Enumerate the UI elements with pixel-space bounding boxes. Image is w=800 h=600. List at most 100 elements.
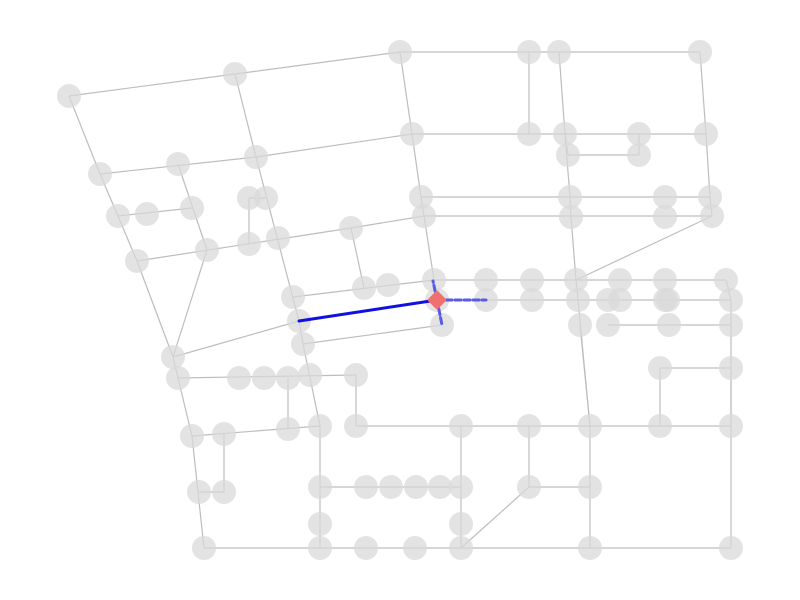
intersection-node — [88, 162, 112, 186]
intersection-node — [719, 536, 743, 560]
intersection-node — [276, 417, 300, 441]
intersection-node — [281, 285, 305, 309]
intersection-node — [558, 185, 582, 209]
intersection-node — [566, 288, 590, 312]
intersection-node — [719, 313, 743, 337]
intersection-node — [400, 122, 424, 146]
intersection-node — [376, 273, 400, 297]
intersection-node — [161, 345, 185, 369]
intersection-node — [388, 40, 412, 64]
intersection-node — [520, 288, 544, 312]
intersection-node — [698, 185, 722, 209]
intersection-node — [354, 536, 378, 560]
intersection-node — [627, 122, 651, 146]
intersection-node — [653, 268, 677, 292]
road-edge — [191, 425, 321, 437]
road-edge — [399, 51, 413, 135]
intersection-node — [556, 143, 580, 167]
intersection-node — [135, 202, 159, 226]
intersection-node — [564, 268, 588, 292]
intersection-node — [403, 536, 427, 560]
intersection-node — [714, 268, 738, 292]
intersection-node — [344, 363, 368, 387]
intersection-node — [212, 422, 236, 446]
intersection-node — [195, 238, 219, 262]
agent-marker — [427, 290, 447, 310]
road-edge — [68, 73, 236, 97]
intersection-node — [608, 288, 632, 312]
road-edge — [136, 260, 174, 358]
intersection-node — [517, 40, 541, 64]
intersection-node — [352, 276, 376, 300]
intersection-node — [517, 475, 541, 499]
intersection-node — [125, 249, 149, 273]
intersection-node — [517, 414, 541, 438]
intersection-node — [266, 226, 290, 250]
intersection-node — [409, 185, 433, 209]
intersection-node — [291, 332, 315, 356]
intersection-node — [237, 186, 261, 210]
road-edge — [575, 215, 713, 281]
intersection-node — [568, 313, 592, 337]
intersection-node — [578, 414, 602, 438]
intersection-nodes — [57, 40, 743, 560]
intersection-node — [653, 205, 677, 229]
intersection-node — [187, 480, 211, 504]
intersection-node — [212, 480, 236, 504]
intersection-node — [553, 122, 577, 146]
intersection-node — [653, 185, 677, 209]
intersection-node — [627, 143, 651, 167]
agent-layer — [427, 290, 447, 310]
road-edge — [558, 51, 566, 135]
intersection-node — [428, 475, 452, 499]
road-edge — [579, 324, 591, 427]
intersection-node — [449, 512, 473, 536]
intersection-node — [474, 268, 498, 292]
intersection-node — [547, 40, 571, 64]
intersection-node — [339, 216, 363, 240]
intersection-node — [227, 366, 251, 390]
intersection-node — [308, 536, 332, 560]
road-edge — [350, 215, 425, 229]
road-edge — [172, 249, 208, 358]
intersection-node — [252, 366, 276, 390]
intersection-node — [656, 288, 680, 312]
intersection-node — [449, 475, 473, 499]
intersection-node — [648, 356, 672, 380]
intersection-node — [276, 366, 300, 390]
road-edge — [234, 73, 257, 158]
intersection-node — [657, 313, 681, 337]
intersection-node — [308, 512, 332, 536]
intersection-node — [298, 363, 322, 387]
intersection-node — [719, 356, 743, 380]
intersection-node — [254, 186, 278, 210]
intersection-node — [106, 204, 130, 228]
intersection-node — [449, 536, 473, 560]
intersection-node — [308, 475, 332, 499]
intersection-node — [379, 475, 403, 499]
intersection-node — [608, 268, 632, 292]
road-edge — [172, 320, 300, 358]
road-edge — [302, 324, 443, 345]
intersection-node — [578, 475, 602, 499]
intersection-node — [648, 414, 672, 438]
intersection-node — [520, 268, 544, 292]
intersection-node — [559, 205, 583, 229]
intersection-node — [719, 414, 743, 438]
road-edge — [699, 51, 707, 135]
intersection-node — [223, 62, 247, 86]
intersection-node — [57, 84, 81, 108]
intersection-node — [308, 414, 332, 438]
intersection-node — [578, 536, 602, 560]
road-edge — [234, 51, 401, 75]
intersection-node — [192, 536, 216, 560]
road-edge — [255, 133, 413, 158]
intersection-node — [354, 475, 378, 499]
intersection-node — [449, 414, 473, 438]
intersection-node — [237, 232, 261, 256]
intersection-node — [166, 366, 190, 390]
intersection-node — [517, 122, 541, 146]
intersection-node — [694, 122, 718, 146]
intersection-node — [166, 152, 190, 176]
